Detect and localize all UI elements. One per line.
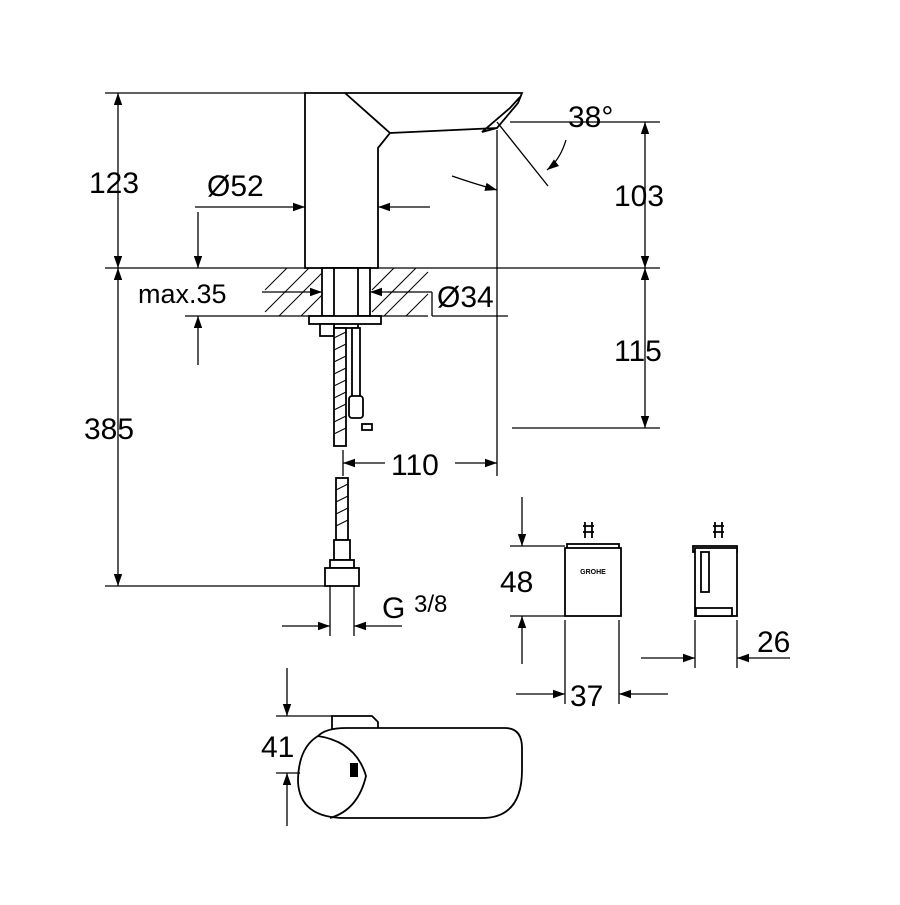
battery-housing xyxy=(297,715,523,819)
box-logo: GROHE xyxy=(580,569,606,576)
dim-mounting-hole: Ø34 xyxy=(437,281,494,314)
dim-spout-angle: 38° xyxy=(568,101,613,134)
dim-below-deck: 115 xyxy=(614,335,662,368)
dim-diameter-body: Ø52 xyxy=(207,170,264,203)
control-box-front: GROHE xyxy=(564,522,622,617)
dim-box-depth: 26 xyxy=(757,626,790,659)
dim-connection-fraction: 3/8 xyxy=(414,591,447,618)
dim-box-height: 48 xyxy=(500,566,533,599)
dim-hose-length: 385 xyxy=(84,413,134,446)
dim-lines-box xyxy=(510,497,790,704)
dim-connection-base: G xyxy=(382,592,405,625)
dim-lines-battery xyxy=(276,668,332,826)
dim-max-deck-thickness: max.35 xyxy=(138,279,227,309)
dim-height-total: 123 xyxy=(89,167,139,200)
dim-box-width: 37 xyxy=(570,680,603,713)
mounting-assembly xyxy=(308,267,382,587)
dim-projection: 110 xyxy=(391,449,439,482)
faucet-body xyxy=(304,92,524,269)
dim-spout-height: 103 xyxy=(614,180,664,213)
control-box-side xyxy=(692,522,738,617)
dim-battery-height: 41 xyxy=(261,731,294,764)
dim-lines-main xyxy=(105,92,660,636)
